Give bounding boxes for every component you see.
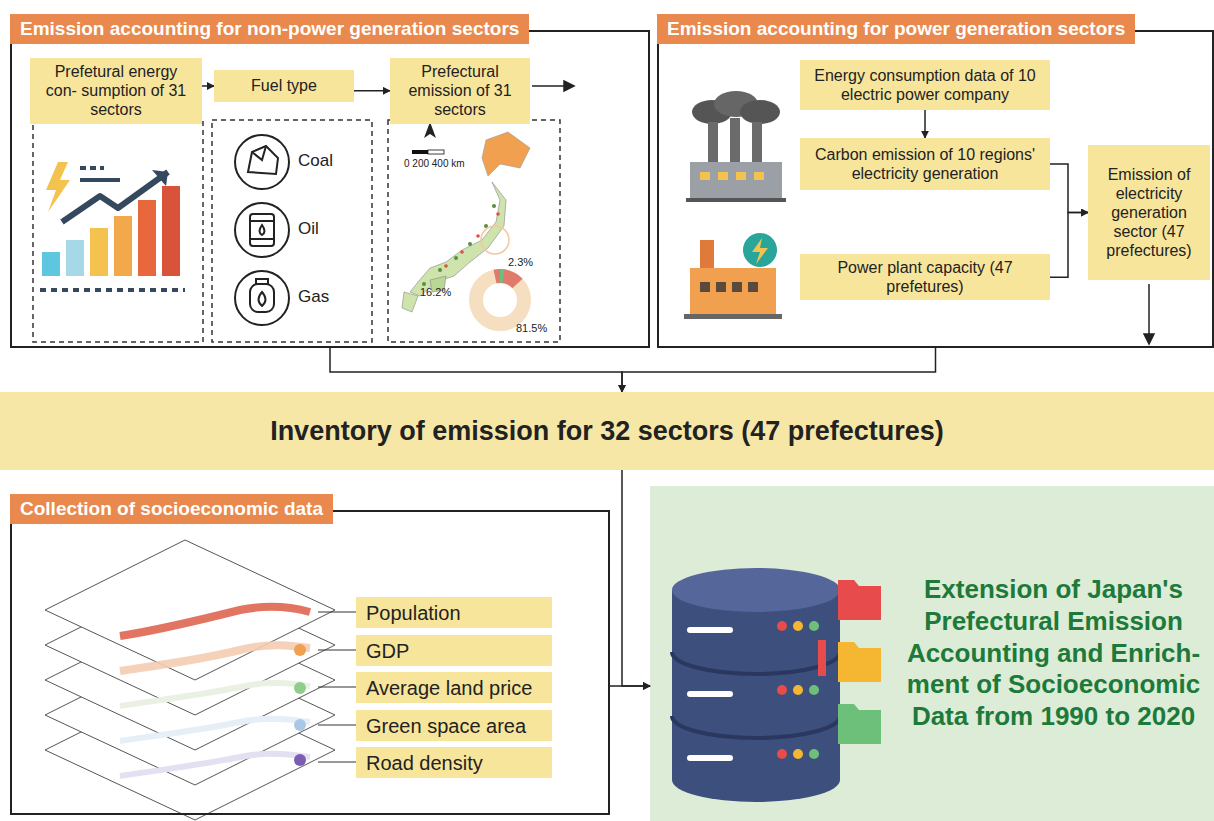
section-panel: Emission accounting for power generation… — [657, 30, 1214, 348]
share-label: 2.3% — [508, 256, 533, 268]
process-box: Emission of electricity generation secto… — [1088, 145, 1210, 280]
connector-arrow — [202, 85, 214, 87]
japan-map — [402, 122, 530, 328]
dashed-frames — [33, 120, 560, 342]
fuel-label: Coal — [298, 151, 333, 171]
node-text: Energy consumption data of 10 electric p… — [808, 66, 1042, 104]
section-panel: Emission accounting for non-power genera… — [10, 30, 650, 348]
connector-arrow — [622, 470, 650, 686]
data-layer-box: GDP — [356, 635, 552, 666]
data-layer-box: Population — [356, 597, 552, 628]
fuel-label: Gas — [298, 287, 329, 307]
node-text: Power plant capacity (47 prefetures) — [808, 258, 1042, 296]
node-text: Emission of electricity generation secto… — [1096, 165, 1202, 261]
factory-icon — [686, 91, 786, 202]
inventory-band: Inventory of emission for 32 sectors (47… — [0, 392, 1214, 470]
process-box: Carbon emission of 10 regions' electrici… — [800, 138, 1050, 190]
fuel-label: Oil — [298, 219, 319, 239]
panel-heading: Emission accounting for power generation… — [657, 14, 1135, 44]
connector-arrow — [330, 348, 622, 392]
process-box: Fuel type — [214, 70, 354, 102]
side-arrows — [532, 81, 1154, 344]
node-text: Average land price — [366, 676, 532, 700]
connector-arrow — [924, 110, 926, 138]
process-box: Power plant capacity (47 prefetures) — [800, 254, 1050, 300]
node-text: Fuel type — [251, 76, 317, 95]
section-panel: Collection of socioeconomic dataPopulati… — [10, 510, 610, 815]
node-text: GDP — [366, 639, 409, 663]
database-icon — [672, 568, 881, 802]
growth-chart-icon — [40, 162, 185, 290]
node-text: Population — [366, 601, 461, 625]
process-box: Prefetural energy con- sumption of 31 se… — [30, 58, 202, 124]
share-label: 81.5% — [516, 322, 547, 334]
data-layer-box: Road density — [356, 747, 552, 778]
panel-heading: Collection of socioeconomic data — [10, 494, 333, 524]
fuel-icons — [235, 135, 289, 325]
panel-heading: Emission accounting for non-power genera… — [10, 14, 529, 44]
layered-maps — [45, 540, 356, 820]
connector-arrow — [610, 685, 650, 687]
connector-arrow — [1050, 164, 1088, 213]
node-text: Inventory of emission for 32 sectors (47… — [270, 416, 944, 447]
node-text: Extension of Japan's Prefectural Emissio… — [905, 574, 1202, 733]
share-label: 16.2% — [420, 286, 451, 298]
node-text: Green space area — [366, 714, 526, 738]
process-box: Energy consumption data of 10 electric p… — [800, 60, 1050, 110]
scale-label: 0 200 400 km — [404, 158, 465, 169]
result-box: Extension of Japan's Prefectural Emissio… — [650, 486, 1214, 821]
data-layer-box: Green space area — [356, 710, 552, 741]
connector-arrow — [1050, 213, 1088, 278]
node-text: Carbon emission of 10 regions' electrici… — [808, 145, 1042, 183]
result-ground — [650, 486, 1214, 821]
connector-arrow — [354, 90, 390, 92]
node-text: Prefectural emission of 31 sectors — [398, 62, 522, 120]
process-box: Prefectural emission of 31 sectors — [390, 58, 530, 124]
node-text: Road density — [366, 751, 483, 775]
power-plant-icon — [684, 233, 782, 319]
data-layer-box: Average land price — [356, 672, 552, 703]
connector-arrow — [622, 348, 936, 392]
node-text: Prefetural energy con- sumption of 31 se… — [38, 62, 194, 120]
